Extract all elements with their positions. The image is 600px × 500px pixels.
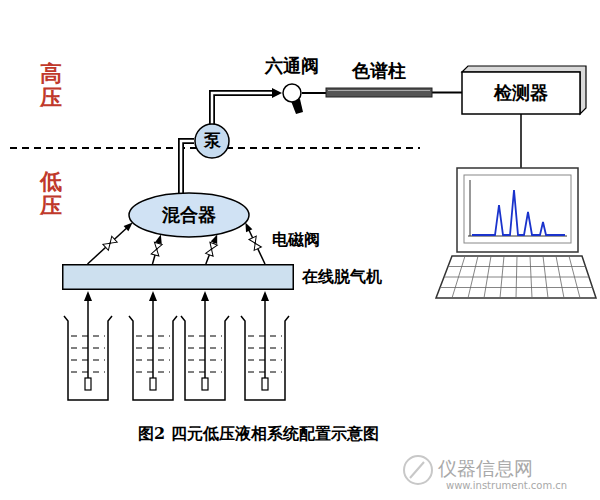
connector-line — [302, 92, 326, 94]
solenoid-valve-symbol — [206, 242, 218, 256]
connector — [212, 88, 282, 124]
degasser-band: 在线脱气机 — [62, 264, 294, 290]
mixer-ellipse: 混合器 — [128, 192, 250, 238]
solenoid-valve-symbol — [103, 236, 117, 250]
solvent-bottle — [129, 291, 177, 400]
tube-inner — [181, 141, 194, 193]
watermark-url: www.instrument.com.cn — [446, 480, 567, 491]
six-port-valve: 六通阀 — [282, 83, 302, 103]
pressure-zone-label: 低压 — [40, 170, 62, 218]
watermark: 仪器信息网 — [438, 456, 533, 482]
solvent-bottle — [64, 291, 112, 400]
solenoid-valve-symbol — [151, 242, 162, 256]
tube-outer — [212, 93, 273, 124]
connector — [245, 223, 265, 264]
signal-cable — [520, 114, 522, 168]
connector — [432, 92, 462, 93]
node-label: 检测器 — [494, 83, 548, 104]
solenoid-valve-symbol — [249, 236, 261, 250]
connector — [88, 223, 133, 264]
laptop — [436, 168, 596, 298]
node-heading: 六通阀 — [265, 56, 319, 77]
connector — [181, 141, 194, 193]
solvent-bottle — [241, 291, 289, 400]
node-label: 混合器 — [162, 205, 216, 226]
node-label: 泵 — [204, 131, 221, 151]
arrowhead — [245, 223, 252, 233]
watermark-logo — [404, 456, 432, 484]
pressure-zone-label: 高压 — [40, 62, 62, 110]
node-outline — [62, 264, 294, 290]
solenoid-valve-label: 电磁阀 — [272, 230, 320, 251]
node-outline — [326, 88, 432, 97]
connector-line — [432, 92, 462, 94]
chromatography-column: 色谱柱 — [326, 88, 432, 97]
connector-line — [249, 230, 265, 264]
solvent-bottle — [181, 291, 229, 400]
arrowhead — [272, 88, 282, 98]
connector — [302, 93, 326, 94]
node-heading: 在线脱气机 — [302, 268, 382, 286]
node-outline — [282, 83, 302, 103]
arrowhead — [124, 223, 133, 232]
figure-caption: 图2 四元低压液相系统配置示意图 — [138, 424, 379, 445]
tube-outer — [181, 141, 194, 193]
connector — [151, 234, 162, 264]
tube-inner — [212, 93, 273, 124]
connector — [206, 234, 218, 264]
connector-line — [88, 228, 127, 264]
node-heading: 色谱柱 — [352, 61, 406, 82]
detector-box: 检测器 — [462, 72, 580, 114]
pump-circle: 泵 — [194, 123, 230, 159]
solvent-bottles — [64, 291, 289, 400]
